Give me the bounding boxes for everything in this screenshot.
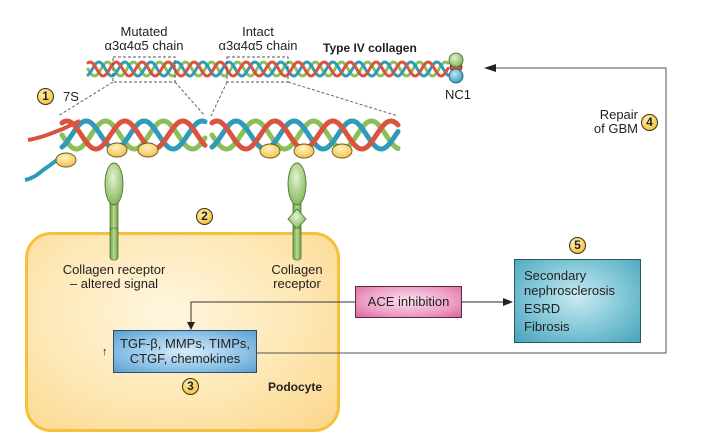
- 7s-label: 7S: [63, 89, 79, 104]
- receptor-altered-label-line2: – altered signal: [69, 276, 159, 291]
- step-4-badge: 4: [641, 114, 658, 131]
- binding-site: [331, 143, 353, 159]
- tgf-box-line1: TGF-β, MMPs, TIMPs,: [119, 336, 250, 351]
- receptor-altered-label-line1: Collagen receptor: [62, 262, 166, 277]
- helix-strand: [59, 118, 208, 152]
- receptor-stem-intact: [292, 227, 302, 261]
- binding-site: [106, 142, 128, 158]
- helix-strand: [209, 118, 401, 152]
- mutated-label-line2: α3α4α5 chain: [104, 38, 184, 53]
- ace-inhibition-box: ACE inhibition: [355, 286, 462, 318]
- receptor-stem-altered: [109, 227, 119, 261]
- helix-strand: [86, 60, 450, 78]
- binding-site: [293, 143, 315, 159]
- tgf-mediators-box: TGF-β, MMPs, TIMPs, CTGF, chemokines: [113, 330, 257, 373]
- tgf-box-line2: CTGF, chemokines: [129, 351, 241, 366]
- binding-sites: [55, 142, 353, 168]
- receptor-label-line2: receptor: [273, 276, 321, 291]
- intact-region-box: [226, 56, 289, 83]
- intact-label-line2: α3α4α5 chain: [218, 38, 298, 53]
- binding-site: [259, 143, 281, 159]
- arrowhead-right: [503, 298, 513, 306]
- outcome-esrd: ESRD: [524, 301, 561, 316]
- helix-strand: [86, 60, 450, 78]
- mutated-helix-zoom: [59, 118, 208, 152]
- arrowhead-down: [187, 322, 195, 330]
- outcome-nephrosclerosis: nephrosclerosis: [524, 283, 616, 298]
- outcomes-box: Secondary nephrosclerosis ESRD Fibrosis: [514, 259, 641, 343]
- mutated-region-box: [112, 56, 176, 83]
- outcome-secondary: Secondary: [524, 268, 587, 283]
- binding-site: [55, 152, 77, 168]
- overlay-connectors: [109, 64, 667, 354]
- binding-site: [137, 142, 159, 158]
- repair-label-line2: of GBM: [593, 121, 638, 136]
- step-2-badge: 2: [196, 208, 213, 225]
- mutated-label-line1: Mutated: [120, 24, 168, 39]
- increase-arrow: ↑: [102, 346, 108, 358]
- intact-label-line1: Intact: [242, 24, 274, 39]
- receptor-label-line1: Collagen: [271, 262, 323, 277]
- ace-to-tgf-arrow: [190, 301, 355, 323]
- nc1-label: NC1: [445, 87, 472, 102]
- repair-label-line1: Repair: [599, 107, 638, 122]
- step-5-badge: 5: [569, 237, 586, 254]
- outcome-fibrosis: Fibrosis: [524, 319, 570, 334]
- zoom-guide-lines: [57, 81, 399, 117]
- repair-feedback-line: [257, 67, 667, 354]
- type-iv-collagen-helix: [86, 60, 450, 78]
- step-1-badge: 1: [37, 88, 54, 105]
- nc1-domain: [448, 52, 464, 84]
- type-iv-collagen-label: Type IV collagen: [323, 41, 417, 55]
- arrowhead-left: [484, 64, 496, 72]
- step-3-badge: 3: [182, 378, 199, 395]
- frayed-red-strand: [27, 119, 81, 142]
- podocyte-label: Podocyte: [268, 380, 323, 394]
